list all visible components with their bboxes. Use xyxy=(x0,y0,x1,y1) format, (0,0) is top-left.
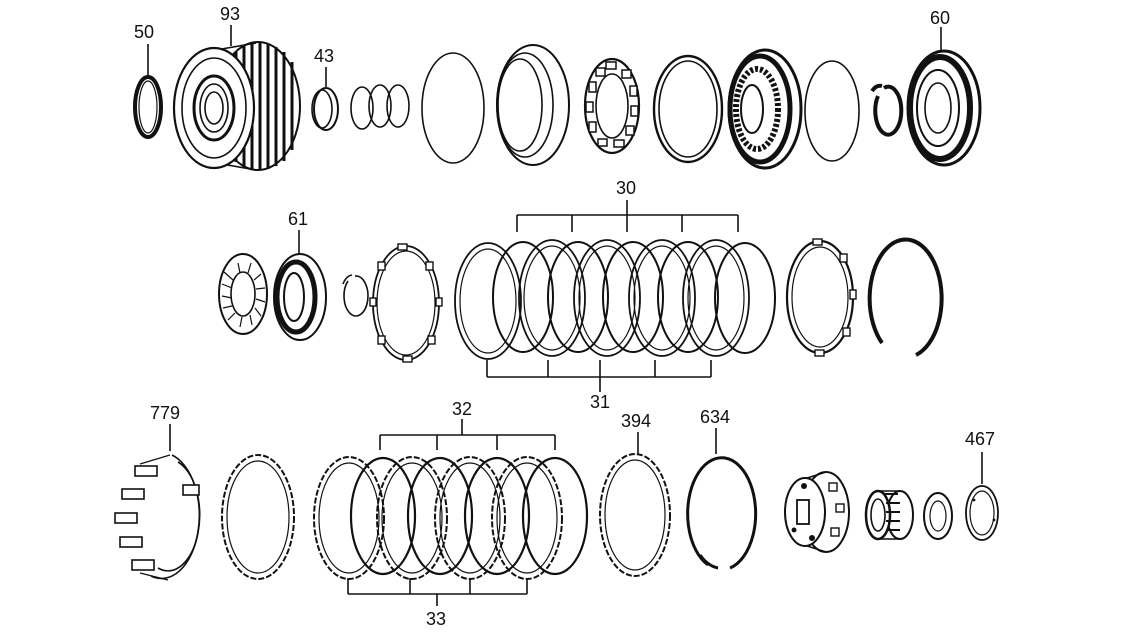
part-394-plate xyxy=(599,453,671,577)
label-43: 43 xyxy=(314,46,334,66)
label-394: 394 xyxy=(621,411,651,431)
label-50: 50 xyxy=(134,22,154,42)
pressure-plate xyxy=(369,243,443,363)
part-467-thrust-washer xyxy=(965,485,999,541)
split-ring-row1 xyxy=(870,83,904,137)
piston xyxy=(496,44,570,166)
flat-ring xyxy=(652,54,724,164)
label-467: 467 xyxy=(965,429,995,449)
part-43-seal xyxy=(311,87,339,131)
label-61: 61 xyxy=(288,209,308,229)
backing-plate xyxy=(785,238,857,357)
large-snap-ring xyxy=(867,237,944,357)
bracket-33 xyxy=(347,578,528,606)
seal-rings xyxy=(350,84,410,130)
large-o-ring xyxy=(421,52,485,164)
label-32: 32 xyxy=(452,399,472,419)
bearing-assembly xyxy=(727,48,803,170)
label-33: 33 xyxy=(426,609,446,629)
gear-sleeve xyxy=(864,489,914,541)
part-779-housing xyxy=(114,454,201,581)
label-31: 31 xyxy=(590,392,610,412)
split-ring-row2 xyxy=(342,274,369,317)
part-61-thrust-washer xyxy=(273,253,327,341)
label-779: 779 xyxy=(150,403,180,423)
bracket-30 xyxy=(516,200,739,232)
roller-bearing xyxy=(583,57,641,155)
o-ring-row1 xyxy=(804,60,860,162)
label-30: 30 xyxy=(616,178,636,198)
thrust-bearing xyxy=(218,253,268,335)
part-60-piston-assembly xyxy=(906,49,982,167)
washer xyxy=(923,492,953,540)
label-634: 634 xyxy=(700,407,730,427)
part-93-clutch-drum xyxy=(172,41,301,171)
bracket-32 xyxy=(379,419,556,450)
bracket-31 xyxy=(486,360,712,392)
part-634-snap-ring xyxy=(686,456,758,570)
splined-plate-row3 xyxy=(221,454,295,580)
part-50-snap-ring xyxy=(133,75,163,139)
label-60: 60 xyxy=(930,8,950,28)
clutch-pack-32-33 xyxy=(313,456,589,580)
clutch-pack-30-31 xyxy=(454,239,776,360)
label-93: 93 xyxy=(220,4,240,24)
planetary-carrier xyxy=(784,471,850,553)
